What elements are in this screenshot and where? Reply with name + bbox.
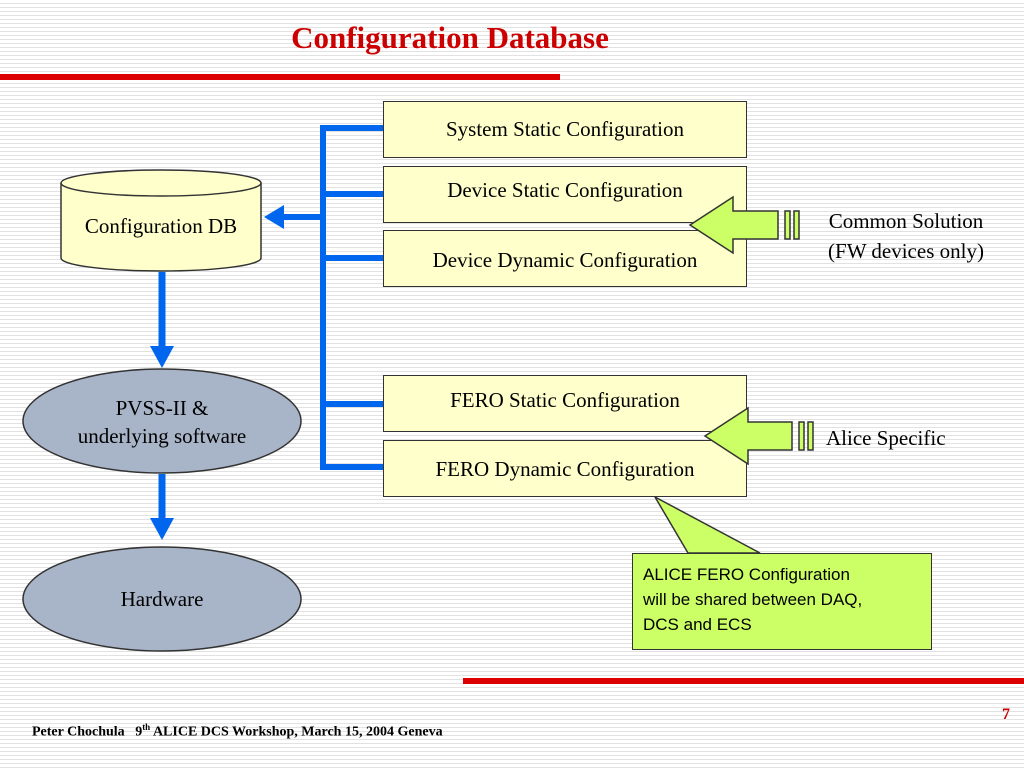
footer-event-number: 9	[135, 724, 143, 740]
pvss-label-line1: PVSS-II &	[115, 396, 209, 420]
footer-event-suffix: th	[142, 722, 151, 732]
device-static-config-box: Device Static Configuration	[383, 166, 747, 223]
pvss-label-line2: underlying software	[77, 424, 247, 448]
hardware-label: Hardware	[120, 587, 204, 611]
page-number: 7	[1002, 706, 1010, 723]
fero-dynamic-config-box: FERO Dynamic Configuration	[383, 440, 747, 497]
arrow-db-to-pvss	[150, 272, 174, 368]
pvss-label: PVSS-II & underlying software	[40, 390, 284, 454]
slide-title: Configuration Database	[291, 20, 609, 55]
alice-specific-label: Alice Specific	[826, 426, 946, 450]
pvss-ellipse	[22, 368, 302, 474]
footer-author: Peter Chochula	[32, 724, 125, 740]
footer-rule	[463, 678, 1024, 684]
fero-static-config-box: FERO Static Configuration	[383, 375, 747, 432]
common-solution-line1: Common Solution	[828, 209, 984, 233]
device-dynamic-config-box: Device Dynamic Configuration	[383, 230, 747, 287]
title-rule	[0, 74, 560, 80]
callout-line2: will be shared between DAQ,	[643, 590, 863, 609]
callout-line1: ALICE FERO Configuration	[643, 565, 850, 584]
callout-pointer	[653, 495, 761, 554]
database-cylinder	[60, 169, 262, 272]
arrow-to-database	[264, 205, 284, 229]
common-solution-label: Common Solution (FW devices only)	[806, 206, 1006, 266]
database-label: Configuration DB	[84, 214, 238, 238]
footer-event: ALICE DCS Workshop, March 15, 2004 Genev…	[152, 724, 443, 740]
connector-bus	[282, 125, 384, 470]
hardware-ellipse	[22, 546, 302, 652]
arrow-pvss-to-hardware	[150, 474, 174, 540]
common-solution-line2: (FW devices only)	[828, 239, 984, 263]
system-static-config-box: System Static Configuration	[383, 101, 747, 158]
callout-note: ALICE FERO Configuration will be shared …	[632, 553, 932, 650]
callout-line3: DCS and ECS	[643, 615, 752, 634]
footer-text: Peter Chochula 9th ALICE DCS Workshop, M…	[32, 722, 443, 741]
